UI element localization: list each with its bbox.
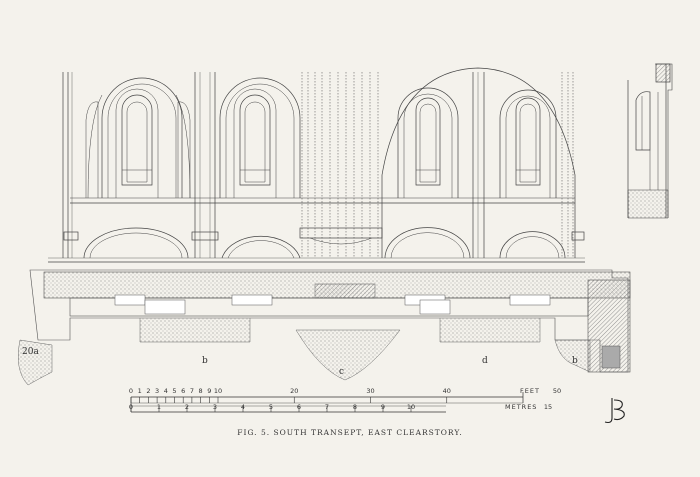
scale-feet-unit: FEET	[520, 387, 540, 395]
scale-metre-tick-label: 3	[212, 403, 218, 411]
buttress-shaft-1	[194, 72, 216, 258]
plan-label-d: d	[482, 356, 488, 366]
side-section	[627, 63, 673, 219]
plan-label-b-left: b	[202, 356, 208, 366]
monogram-mark	[604, 398, 625, 424]
scale-metre-tick-label: 10	[406, 403, 416, 411]
plan-label-c: c	[339, 367, 345, 377]
scale-feet-tick-label: 9	[207, 387, 212, 395]
scale-feet-tick-label: 2	[146, 387, 151, 395]
elevation-view	[48, 67, 585, 263]
scale-feet-tick-label: 10	[213, 387, 223, 395]
plan-label-b-right: b	[572, 356, 578, 366]
scale-metre-tick-label: 6	[296, 403, 302, 411]
scale-metre-tick-label: 0	[128, 403, 134, 411]
scale-metre-tick-label: 9	[380, 403, 386, 411]
scale-feet-tick-label: 3	[155, 387, 160, 395]
scale-feet-tick-label: 30	[366, 387, 375, 395]
scale-feet-tick-label: 0	[128, 387, 134, 395]
lower-arcade	[63, 227, 585, 259]
scale-bar	[130, 392, 524, 413]
scale-feet-tick-label: 4	[163, 387, 168, 395]
scale-metres-unit: METRES	[505, 403, 538, 411]
scale-feet-tick-label: 1	[137, 387, 142, 395]
scale-metre-tick-label: 4	[240, 403, 246, 411]
window-bay-2	[219, 77, 301, 198]
scale-feet-tick-label: 5	[172, 387, 177, 395]
window-bay-1	[85, 77, 191, 199]
plan-label-20a: 20a	[22, 347, 39, 357]
scale-feet-tick-label: 6	[181, 387, 186, 395]
scale-feet-tick-label: 20	[290, 387, 299, 395]
scale-feet-tick-label: 8	[198, 387, 203, 395]
scale-feet-tick-label: 7	[189, 387, 194, 395]
scale-metre-tick-label: 2	[184, 403, 190, 411]
scale-feet-tick-label: 50	[552, 387, 562, 395]
scale-metre-tick-label: 15	[543, 403, 553, 411]
scale-metre-tick-label: 5	[268, 403, 274, 411]
central-pier	[301, 72, 379, 258]
great-arch	[381, 67, 576, 258]
plan-view	[18, 269, 631, 386]
window-bay-3	[397, 87, 459, 198]
scale-feet-tick-label: 40	[442, 387, 451, 395]
figure-caption: FIG. 5. SOUTH TRANSEPT, EAST CLEARSTORY.	[237, 428, 463, 437]
window-bay-4	[499, 89, 557, 198]
scale-metre-tick-label: 7	[324, 403, 330, 411]
scale-metre-tick-label: 8	[352, 403, 358, 411]
scale-metre-tick-label: 1	[156, 403, 162, 411]
